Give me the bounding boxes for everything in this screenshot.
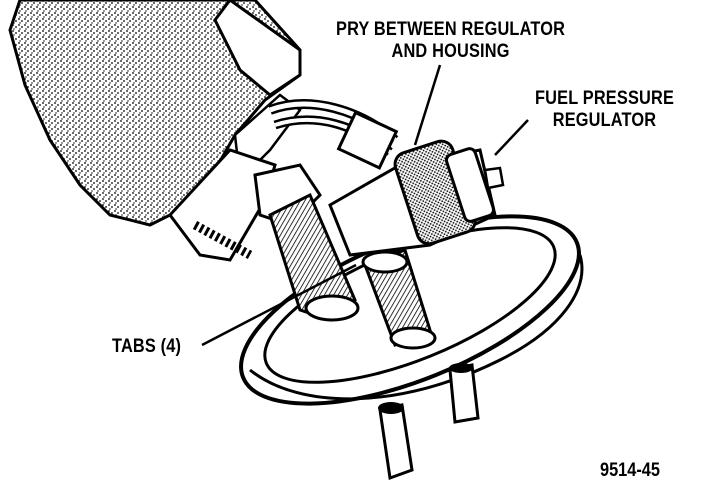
pry-callout: PRY BETWEEN REGULATOR AND HOUSING [336, 19, 565, 63]
regulator-callout-line2: REGULATOR [552, 110, 657, 131]
regulator-callout: FUEL PRESSURE REGULATOR [535, 88, 674, 132]
tabs-callout: TABS (4) [112, 336, 182, 357]
figure-number: 9514-45 [600, 460, 660, 481]
fuel-pressure-regulator [328, 139, 505, 257]
pump-tubes [268, 192, 437, 350]
leader-lines [201, 64, 529, 347]
regulator-leader-line [494, 119, 529, 156]
pry-callout-line2: AND HOUSING [391, 41, 510, 62]
wire-harness [268, 99, 399, 170]
pry-callout-line1: PRY BETWEEN REGULATOR [336, 19, 566, 40]
regulator-callout-line1: FUEL PRESSURE [535, 88, 675, 109]
tabs-leader-line [201, 263, 357, 347]
outlet-tubes [378, 363, 480, 481]
pry-leader-line [413, 64, 442, 146]
